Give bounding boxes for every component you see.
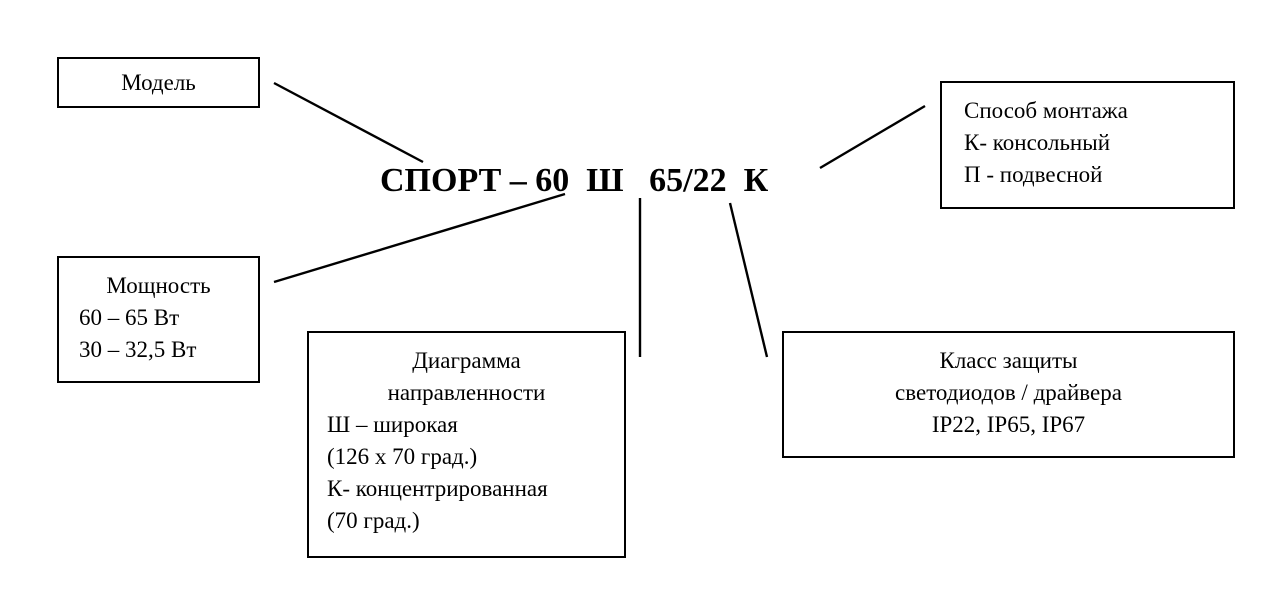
box-model: Модель [57, 57, 260, 108]
diagram-option-wide: Ш – широкая [327, 412, 458, 437]
power-title: Мощность [106, 273, 211, 298]
ip-title-2: светодиодов / драйвера [895, 380, 1122, 405]
power-option-2: 30 – 32,5 Вт [79, 337, 197, 362]
connector-ip [728, 202, 769, 358]
connector-model [273, 81, 424, 164]
diagram-option-concentrated-angle: (70 град.) [327, 508, 420, 533]
diagram-option-wide-angle: (126 х 70 град.) [327, 444, 478, 469]
box-power: Мощность 60 – 65 Вт 30 – 32,5 Вт [57, 256, 260, 383]
box-protection-class: Класс защиты светодиодов / драйвера IP22… [782, 331, 1235, 458]
connector-mount [819, 104, 926, 170]
diagram-title-2: направленности [387, 380, 546, 405]
mount-option-suspended: П - подвесной [964, 162, 1103, 187]
box-directivity-diagram: Диаграмма направленности Ш – широкая (12… [307, 331, 626, 558]
ip-title-1: Класс защиты [939, 348, 1078, 373]
mount-option-console: К- консольный [964, 130, 1111, 155]
diagram-option-concentrated: К- концентрированная [327, 476, 548, 501]
connector-power [273, 192, 566, 284]
box-mounting-method: Способ монтажа К- консольный П - подвесн… [940, 81, 1235, 209]
mount-title: Способ монтажа [964, 98, 1128, 123]
model-code: СПОРТ – 60 Ш 65/22 К [380, 162, 769, 199]
power-option-1: 60 – 65 Вт [79, 305, 180, 330]
ip-values: IP22, IP65, IP67 [931, 412, 1086, 437]
box-model-label: Модель [121, 69, 196, 95]
diagram-title-1: Диаграмма [412, 348, 521, 373]
